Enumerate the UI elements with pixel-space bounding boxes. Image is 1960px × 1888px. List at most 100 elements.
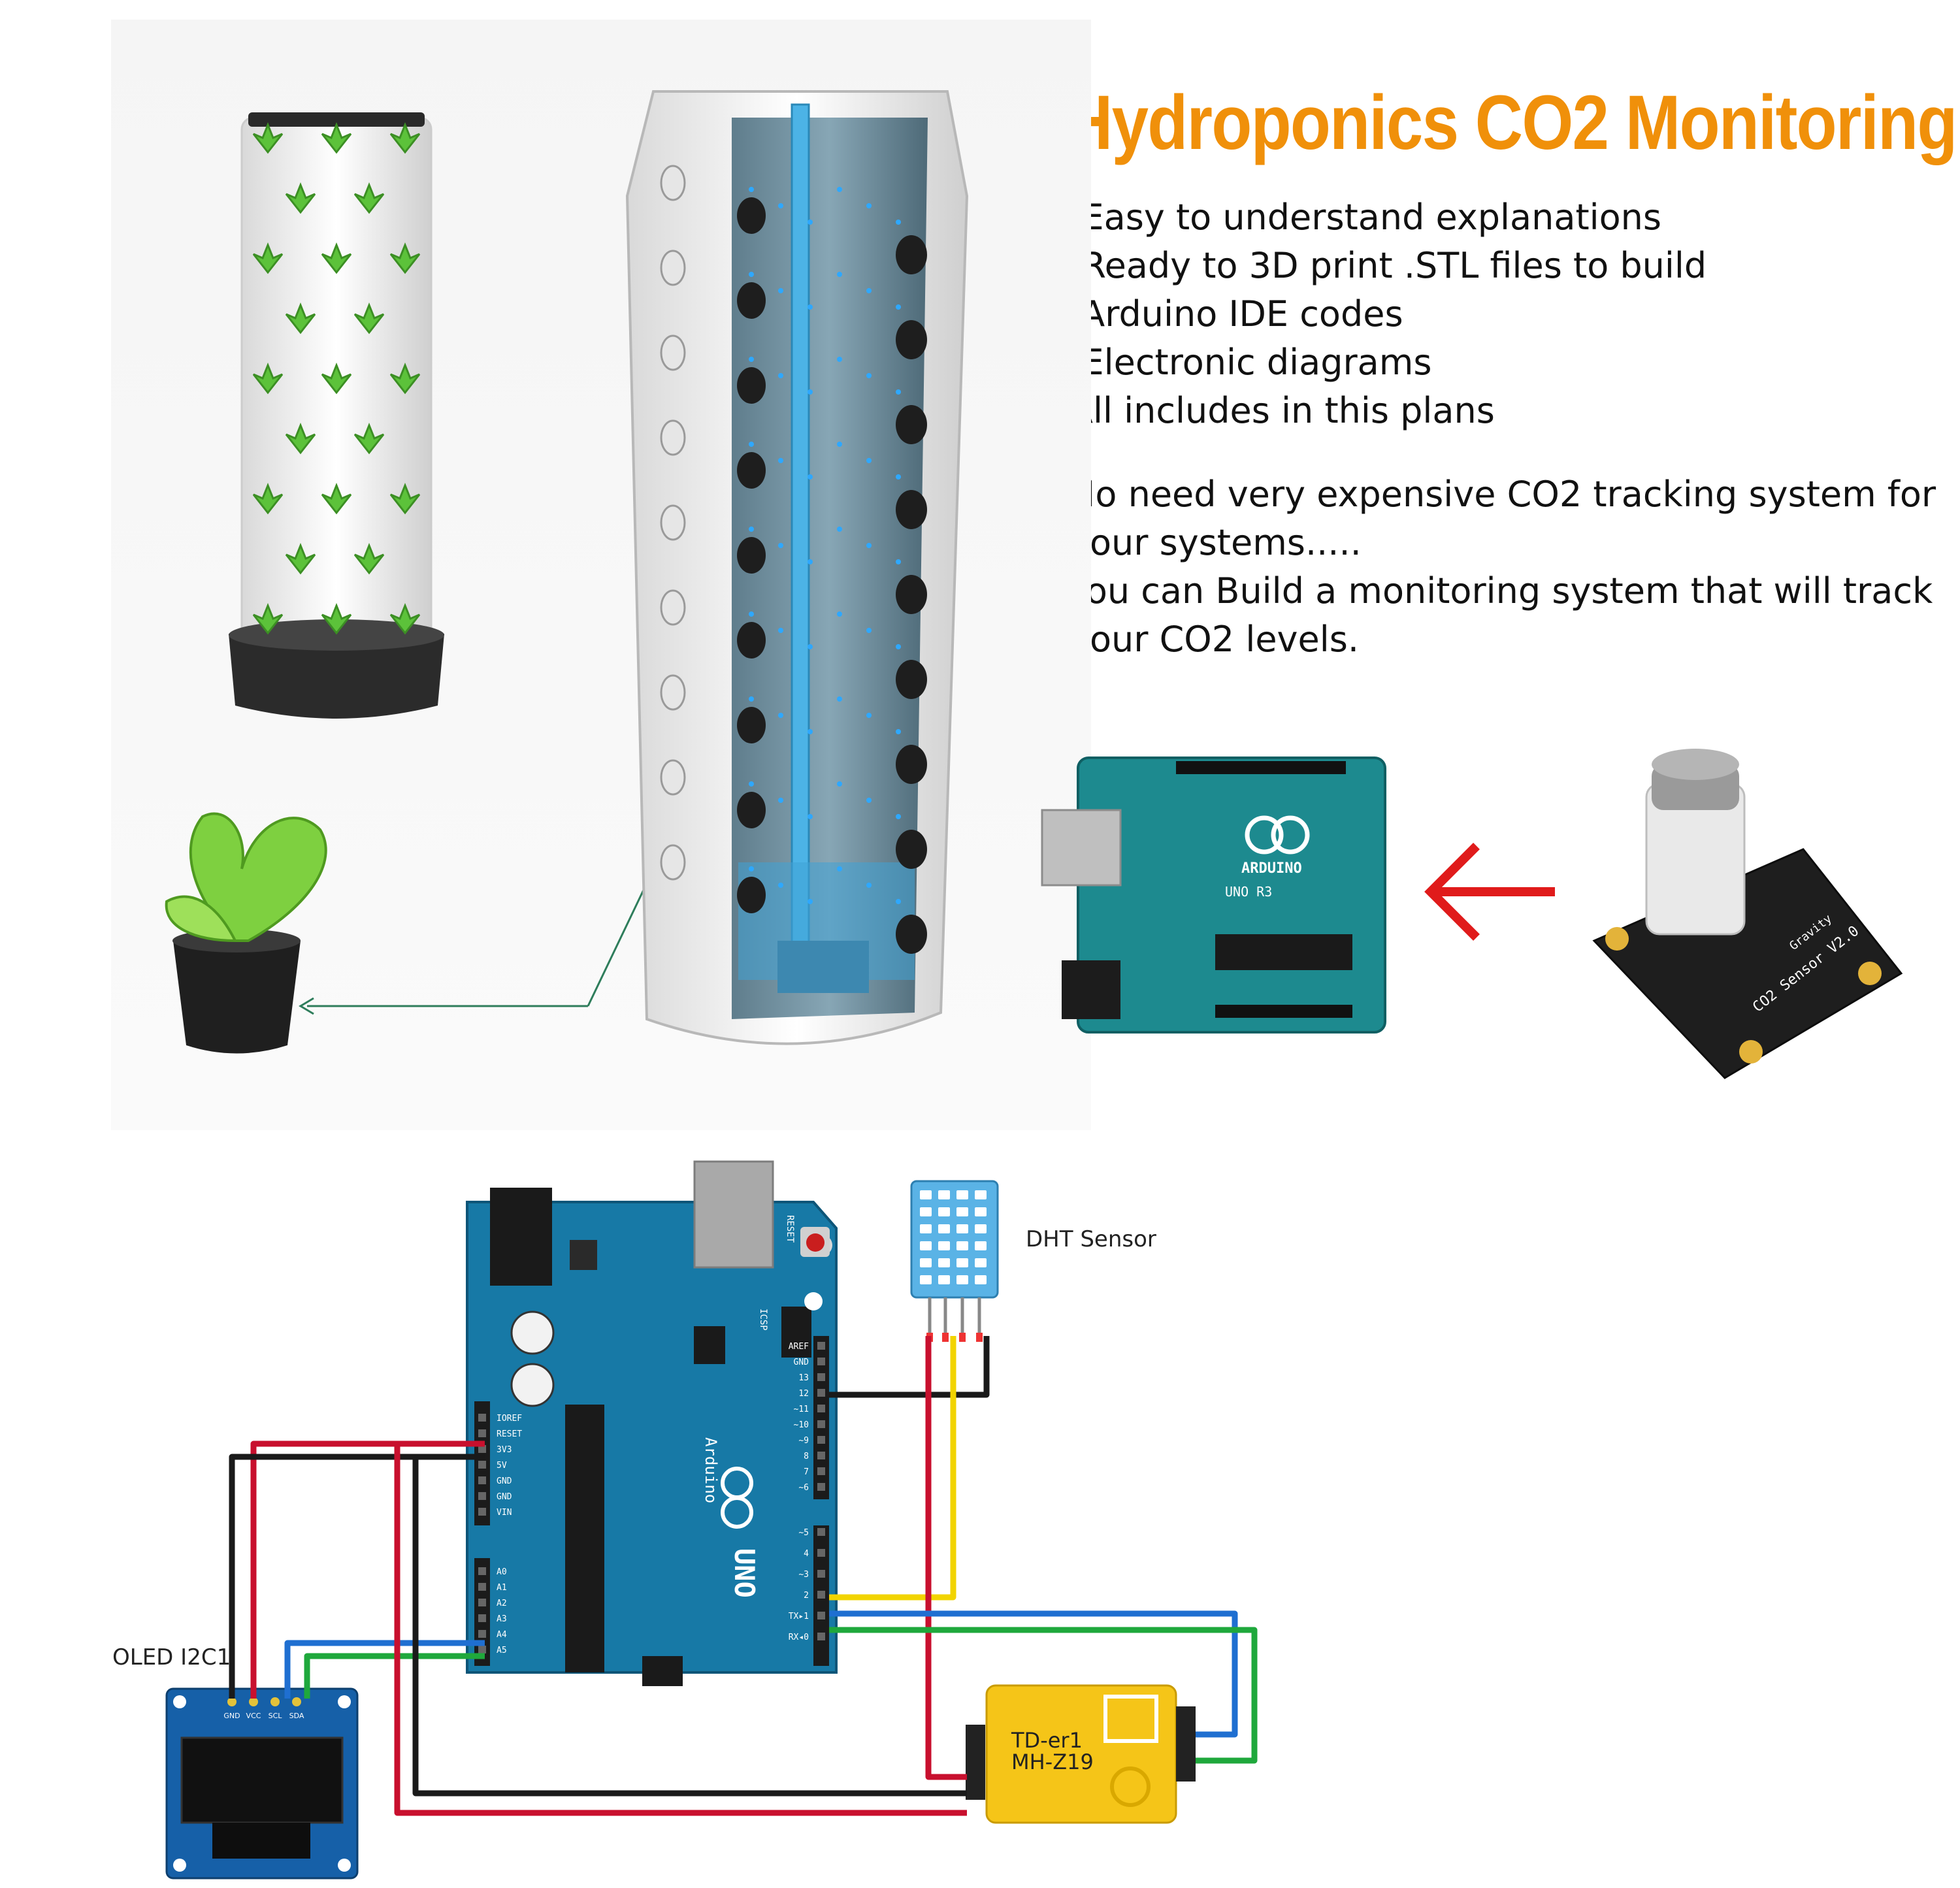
pod: [737, 877, 766, 913]
header-pin: [817, 1342, 825, 1350]
co2-module-line2: MH-Z19: [1011, 1750, 1094, 1774]
feature-item: -Electronic diagrams: [1069, 342, 1432, 383]
pin-label: AREF: [789, 1342, 809, 1352]
pin-label: 3V3: [497, 1445, 512, 1455]
arduino-uno-photo: ARDUINO UNO R3: [1041, 757, 1386, 1034]
pin-label: IOREF: [497, 1414, 522, 1424]
pod: [896, 320, 927, 359]
board-brand-label: Arduino: [702, 1437, 720, 1503]
pin-label: RESET: [497, 1429, 522, 1439]
pin-label: ~6: [798, 1483, 809, 1493]
water-drop: [837, 696, 842, 702]
header-pin: [817, 1633, 825, 1640]
pod-opening: [660, 844, 686, 881]
dht-grille-slot: [956, 1224, 968, 1233]
pin-label: RX◂0: [789, 1633, 809, 1642]
plant-leaf: [252, 362, 284, 395]
water-drop: [866, 373, 872, 378]
plant-leaf: [353, 182, 385, 214]
pin-label: A2: [497, 1599, 507, 1608]
water-drop: [778, 373, 783, 378]
dht-grille-slot: [938, 1224, 950, 1233]
water-drop: [808, 389, 813, 395]
pin-label: VIN: [497, 1508, 512, 1518]
wire-5v: [250, 1440, 485, 1699]
pod: [737, 792, 766, 828]
water-drop: [896, 559, 901, 564]
wire-dht-vcc: [925, 1336, 967, 1780]
pin-label: GND: [497, 1492, 512, 1502]
oled-pin-label: SCL: [269, 1712, 283, 1720]
water-drop: [749, 866, 754, 871]
oled-pin-label: SDA: [289, 1712, 304, 1720]
plant-leaf: [321, 122, 352, 154]
dht-sensor: [910, 1180, 999, 1342]
pin-label: ~3: [798, 1570, 809, 1580]
header-pin: [817, 1420, 825, 1428]
pin-label: 5V: [497, 1461, 507, 1471]
pod-opening: [660, 419, 686, 456]
co2-sensor-module: TD-er1 MH-Z19: [966, 1684, 1196, 1824]
water-drop: [837, 357, 842, 362]
plant-leaf: [321, 362, 352, 395]
pod: [737, 707, 766, 743]
arduino-photo-brand: ARDUINO: [1241, 860, 1302, 877]
pin-label: A1: [497, 1583, 507, 1593]
dht-grille-slot: [956, 1190, 968, 1199]
water-drop: [808, 559, 813, 564]
pod: [896, 745, 927, 784]
plant-leaf: [389, 362, 421, 395]
feature-list: -Easy to understand explanations -Ready …: [1069, 193, 1707, 435]
pod-opening: [660, 674, 686, 711]
water-drop: [808, 899, 813, 904]
dht-grille-slot: [956, 1241, 968, 1250]
pin-label: GND: [794, 1358, 809, 1367]
plant-leaf: [321, 482, 352, 515]
pod-opening: [660, 334, 686, 371]
water-drop: [896, 389, 901, 395]
water-drop: [896, 729, 901, 734]
header-pin: [817, 1467, 825, 1475]
pin-label: ~9: [798, 1436, 809, 1446]
pod-opening: [660, 165, 686, 201]
dht-grille-slot: [938, 1190, 950, 1199]
pod: [896, 405, 927, 444]
plant-leaf: [252, 122, 284, 154]
dht-grille-slot: [956, 1258, 968, 1267]
arrow-left-icon: [1424, 843, 1555, 941]
header-pin: [478, 1445, 486, 1453]
header-pin: [478, 1614, 486, 1622]
plant-leaf: [285, 182, 316, 214]
header-pin: [817, 1389, 825, 1397]
water-drop: [808, 220, 813, 225]
dht-grille-slot: [975, 1275, 987, 1284]
pin-label: 7: [804, 1467, 809, 1477]
pod: [737, 622, 766, 659]
oled-pin: [249, 1697, 258, 1706]
arduino-board: RESET ICSP Arduino UNO IOREFRESET3V35VGN…: [466, 1160, 838, 1686]
header-pin: [478, 1414, 486, 1422]
wires: [229, 1336, 1258, 1816]
water-drop: [778, 203, 783, 208]
water-drop: [749, 442, 754, 447]
water-drop: [896, 899, 901, 904]
pin-label: TX▸1: [789, 1612, 809, 1621]
header-pin: [817, 1452, 825, 1459]
header-pin: [817, 1405, 825, 1412]
pin-label: A4: [497, 1630, 507, 1640]
water-drop: [749, 272, 754, 277]
pod-opening: [660, 250, 686, 286]
dht-grille-slot: [956, 1275, 968, 1284]
water-drop: [808, 814, 813, 819]
plant-leaf: [285, 542, 316, 575]
dht-grille-slot: [956, 1207, 968, 1216]
feature-item: -Easy to understand explanations: [1069, 197, 1662, 238]
plant-leaf: [252, 242, 284, 274]
water-drop: [896, 814, 901, 819]
pod-opening: [660, 759, 686, 796]
oled-pin: [292, 1697, 301, 1706]
oled-pin: [270, 1697, 280, 1706]
description-paragraph: No need very expensive CO2 tracking syst…: [1069, 474, 1936, 563]
pin-label: 13: [798, 1373, 809, 1383]
